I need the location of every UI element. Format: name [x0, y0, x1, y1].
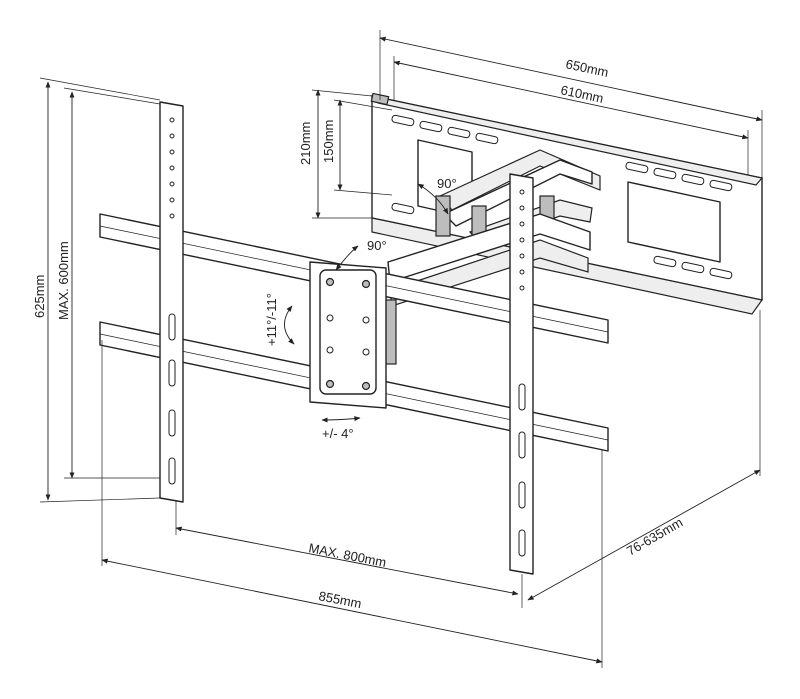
strap-holes [168, 117, 526, 557]
dimension-lines [39, 30, 763, 668]
label-level: +/- 4° [322, 426, 354, 441]
head-screws [325, 277, 371, 391]
label-855: 855mm [317, 588, 362, 611]
label-210: 210mm [298, 122, 313, 165]
label-max-800: MAX. 800mm [307, 540, 387, 570]
label-650: 650mm [564, 56, 610, 80]
label-625: 625mm [32, 275, 47, 318]
label-swivel-wall: 90° [437, 176, 457, 191]
label-tilt: +11°/-11° [264, 293, 279, 346]
tv-bracket [99, 101, 609, 575]
label-swivel-head: 90° [367, 238, 387, 253]
label-76-635: 76-635mm [624, 515, 685, 559]
label-max-600: MAX. 600mm [56, 241, 71, 320]
label-150: 150mm [321, 120, 336, 163]
rotation-arrows [284, 183, 449, 423]
